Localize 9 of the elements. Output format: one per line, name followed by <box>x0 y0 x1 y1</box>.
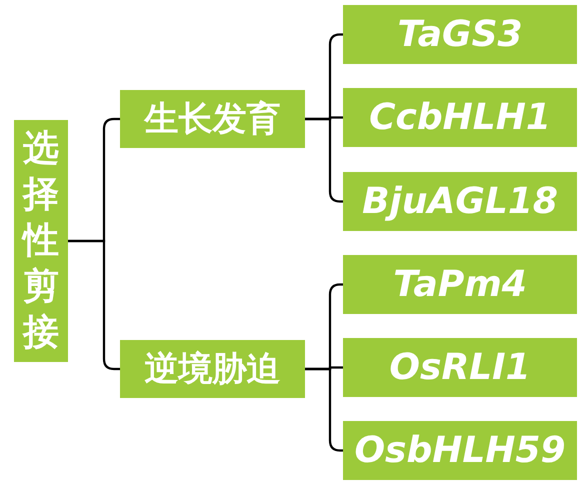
gene-box: TaPm4 <box>343 255 577 314</box>
gene-box: BjuAGL18 <box>343 172 577 231</box>
gene-box: OsRLI1 <box>343 338 577 397</box>
category-box: 逆境胁迫 <box>120 340 305 398</box>
gene-box: CcbHLH1 <box>343 88 577 147</box>
root-box: 选择性剪接 <box>14 120 68 362</box>
category-box: 生长发育 <box>120 90 305 148</box>
gene-box: TaGS3 <box>343 5 577 64</box>
gene-box: OsbHLH59 <box>343 421 577 480</box>
